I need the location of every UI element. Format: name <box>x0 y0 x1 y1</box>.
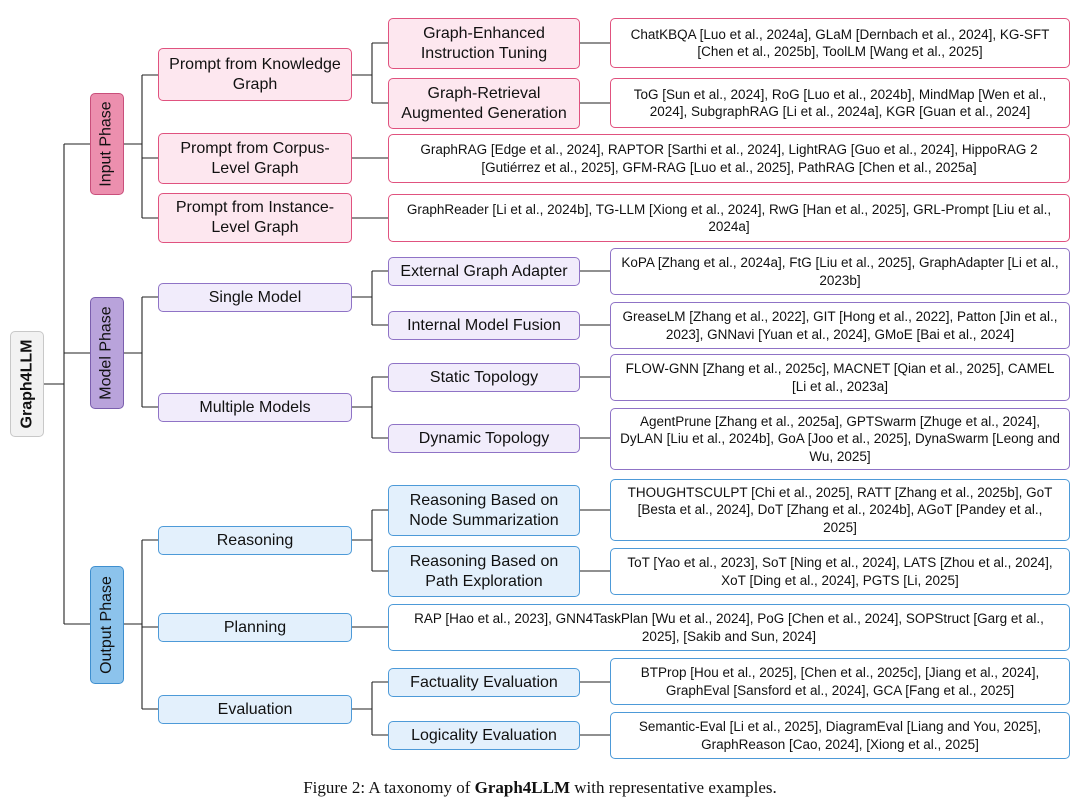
static-topology-node: Static Topology <box>388 363 580 392</box>
factuality-examples: BTProp [Hou et al., 2025], [Chen et al.,… <box>610 658 1070 705</box>
model-phase-label: Model Phase <box>98 306 116 400</box>
reasoning-node: Reasoning <box>158 526 352 555</box>
connector-lines <box>44 42 610 736</box>
logicality-examples: Semantic-Eval [Li et al., 2025], Diagram… <box>610 712 1070 759</box>
instruction-tuning-node: Graph-Enhanced Instruction Tuning <box>388 18 580 69</box>
tuning-examples: ChatKBQA [Luo et al., 2024a], GLaM [Dern… <box>610 18 1070 68</box>
instance-prompt-node: Prompt from Instance-Level Graph <box>158 193 352 243</box>
corpus-examples: GraphRAG [Edge et al., 2024], RAPTOR [Sa… <box>388 134 1070 183</box>
path-exploration-node: Reasoning Based on Path Exploration <box>388 546 580 597</box>
dynamic-topology-node: Dynamic Topology <box>388 424 580 453</box>
factuality-evaluation-node: Factuality Evaluation <box>388 668 580 697</box>
model-fusion-node: Internal Model Fusion <box>388 311 580 340</box>
instance-examples: GraphReader [Li et al., 2024b], TG-LLM [… <box>388 194 1070 242</box>
node-summarization-examples: THOUGHTSCULPT [Chi et al., 2025], RATT [… <box>610 479 1070 541</box>
figure-caption: Figure 2: A taxonomy of Graph4LLM with r… <box>0 778 1080 798</box>
rag-examples: ToG [Sun et al., 2024], RoG [Luo et al.,… <box>610 78 1070 128</box>
evaluation-node: Evaluation <box>158 695 352 724</box>
logicality-evaluation-node: Logicality Evaluation <box>388 721 580 750</box>
caption-suffix: with representative examples. <box>570 778 777 797</box>
caption-bold: Graph4LLM <box>474 778 571 797</box>
graph-rag-node: Graph-Retrieval Augmented Generation <box>388 78 580 129</box>
kg-prompt-node: Prompt from Knowledge Graph <box>158 48 352 101</box>
corpus-prompt-node: Prompt from Corpus-Level Graph <box>158 133 352 184</box>
planning-examples: RAP [Hao et al., 2023], GNN4TaskPlan [Wu… <box>388 604 1070 651</box>
dynamic-examples: AgentPrune [Zhang et al., 2025a], GPTSwa… <box>610 408 1070 470</box>
output-phase-node: Output Phase <box>90 566 124 684</box>
planning-node: Planning <box>158 613 352 642</box>
single-model-node: Single Model <box>158 283 352 312</box>
root-label: Graph4LLM <box>18 339 36 429</box>
caption-prefix: Figure 2: A taxonomy of <box>303 778 475 797</box>
root-node: Graph4LLM <box>10 331 44 437</box>
node-summarization-node: Reasoning Based on Node Summarization <box>388 485 580 536</box>
graph-adapter-node: External Graph Adapter <box>388 257 580 286</box>
input-phase-label: Input Phase <box>98 101 115 187</box>
adapter-examples: KoPA [Zhang et al., 2024a], FtG [Liu et … <box>610 248 1070 295</box>
fusion-examples: GreaseLM [Zhang et al., 2022], GIT [Hong… <box>610 302 1070 349</box>
output-phase-label: Output Phase <box>98 576 115 674</box>
model-phase-node: Model Phase <box>90 297 124 409</box>
static-examples: FLOW-GNN [Zhang et al., 2025c], MACNET [… <box>610 354 1070 401</box>
input-phase-node: Input Phase <box>90 93 124 195</box>
path-exploration-examples: ToT [Yao et al., 2023], SoT [Ning et al.… <box>610 548 1070 595</box>
multiple-models-node: Multiple Models <box>158 393 352 422</box>
